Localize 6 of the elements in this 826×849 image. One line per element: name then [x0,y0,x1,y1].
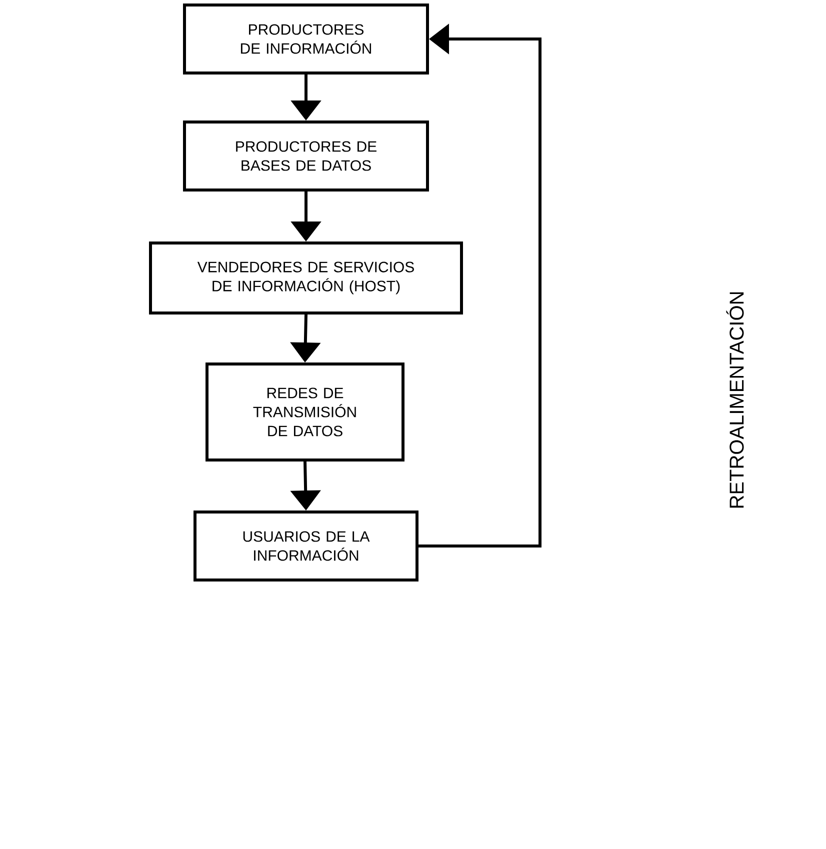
process-box: PRODUCTORES DE BASES DE DATOS [183,120,429,192]
process-box: PRODUCTORES DE INFORMACIÓN [183,4,429,74]
process-box: USUARIOS DE LA INFORMACIÓN [194,510,418,582]
process-box: REDES DE TRANSMISIÓN DE DATOS [206,362,404,462]
side-label: RETROALIMENTACIÓN [726,292,744,508]
process-box: VENDEDORES DE SERVICIOS DE INFORMACIÓN (HOST) [149,242,463,314]
